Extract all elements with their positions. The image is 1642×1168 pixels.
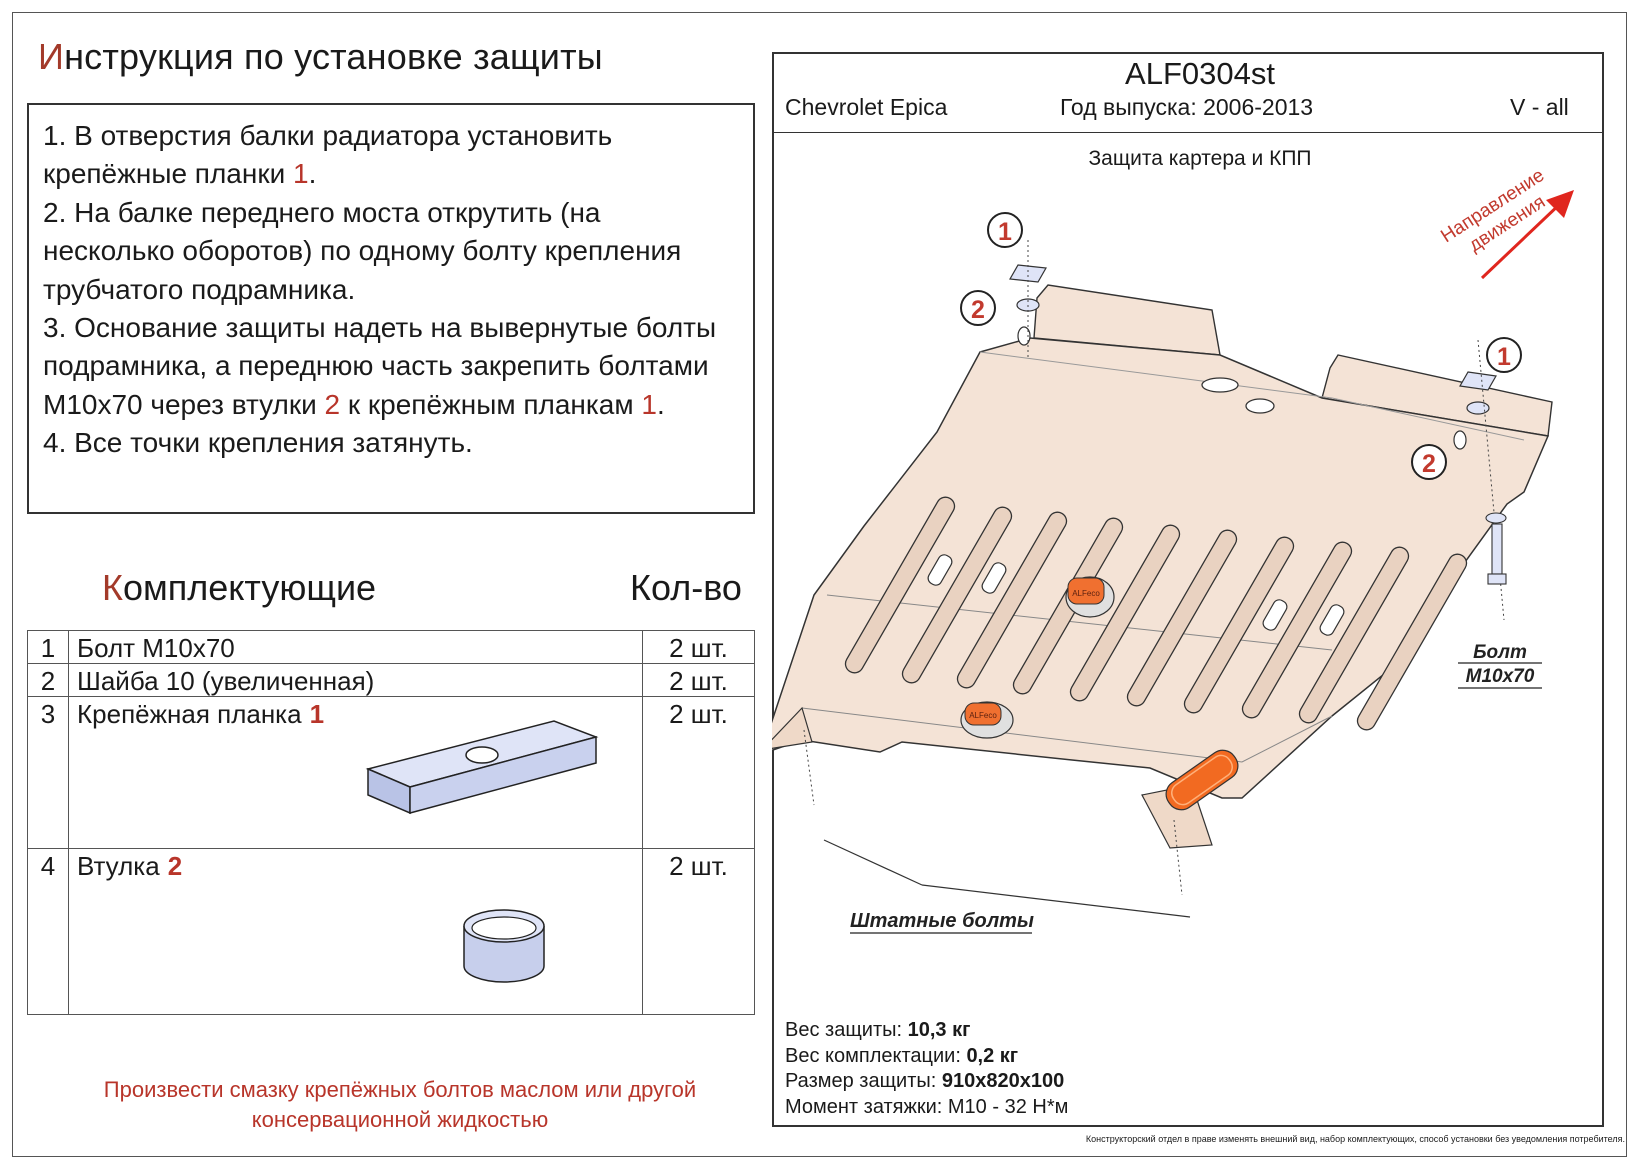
instruction-step-4: 4. Все точки крепления затянуть. [43, 427, 473, 459]
stock-bolts-callout: Штатные болты [803, 729, 1191, 934]
callout-1-right: 1 [1497, 343, 1511, 371]
callout-1-left: 1 [998, 218, 1012, 246]
direction-arrow-head [1546, 190, 1574, 218]
specifications: Вес защиты: 10,3 кг Вес комплектации: 0,… [785, 1018, 1068, 1120]
bolt-label-line1: Болт [1473, 642, 1527, 663]
part-name: Втулка [77, 851, 160, 881]
instruction-step-3: 3. Основание защиты надеть на вывернутые… [43, 312, 717, 420]
skid-plate-diagram: Направление движения [772, 165, 1574, 934]
row-number: 4 [27, 848, 69, 1015]
page-frame [12, 12, 1627, 1157]
spec-size: Размер защиты: 910х820х100 [785, 1070, 1065, 1092]
row-number: 2 [27, 663, 69, 697]
part-qty: 2 шт. [642, 663, 755, 697]
spec-weight: Вес защиты: 10,3 кг [785, 1019, 971, 1041]
logo-text: ALFeco [1072, 589, 1100, 598]
part-ref: 2 [167, 851, 183, 881]
lubrication-note: Произвести смазку крепёжных болтов масло… [103, 1077, 697, 1132]
product-code: ALF0304st [1125, 56, 1275, 91]
part-ref: 1 [309, 699, 325, 729]
table-row: 1 Болт М10х70 2 шт. [27, 630, 755, 664]
parts-table: 1 Болт М10х70 2 шт. 2 Шайба 10 (увеличен… [27, 630, 755, 1015]
instruction-step-1: 1. В отверстия балки радиатора установит… [43, 120, 613, 190]
mounting-plate-image [365, 720, 599, 815]
direction-indicator: Направление движения [1437, 165, 1574, 280]
diagram-panel [772, 52, 1604, 1127]
fastener-group-left: 1 2 [960, 212, 1047, 360]
qty-header: Кол-во [630, 567, 742, 608]
kit-title: Комплектующие [102, 567, 377, 608]
part-qty: 2 шт. [642, 696, 755, 849]
drain-hatch-upper: ALFeco [1065, 576, 1115, 618]
part-name: Болт М10х70 [68, 630, 643, 664]
part-name: Крепёжная планка [77, 699, 302, 729]
callout-2-left: 2 [971, 296, 985, 324]
skid-plate: ALFeco ALFeco [772, 284, 1553, 849]
logo-text: ALFeco [969, 711, 997, 720]
table-row: 2 Шайба 10 (увеличенная) 2 шт. [27, 663, 755, 697]
part-qty: 2 шт. [642, 630, 755, 664]
direction-arrow-shaft [1480, 200, 1564, 280]
production-years: Год выпуска: 2006-2013 [1060, 94, 1314, 120]
row-number: 1 [27, 630, 69, 664]
bolt-label-line2: М10х70 [1466, 666, 1535, 687]
car-model: Chevrolet Epica [785, 94, 948, 120]
instruction-step-2: 2. На балке переднего моста открутить (н… [43, 196, 682, 305]
disclaimer: Конструкторский отдел в праве изменять в… [1085, 1134, 1625, 1144]
part-qty: 2 шт. [642, 848, 755, 1015]
callout-2-right: 2 [1422, 450, 1436, 478]
engine-version: V - all [1510, 94, 1569, 120]
protection-subtitle: Защита картера и КПП [1088, 147, 1312, 170]
bushing-image [463, 909, 545, 983]
row-number: 3 [27, 696, 69, 849]
part-name: Шайба 10 (увеличенная) [68, 663, 643, 697]
access-hatch [1165, 749, 1239, 811]
spec-torque: Момент затяжки: М10 - 32 Н*м [785, 1095, 1069, 1118]
instructions-title: Инструкция по установке защиты [38, 36, 603, 77]
spec-kit-weight: Вес комплектации: 0,2 кг [785, 1044, 1019, 1067]
instructions-box: 1. В отверстия балки радиатора установит… [27, 103, 755, 514]
header-divider [772, 132, 1604, 133]
drain-hatch-lower: ALFeco [960, 701, 1014, 739]
stock-bolts-label: Штатные болты [850, 910, 1034, 932]
fastener-group-right: 1 2 Болт М10х70 [1411, 337, 1542, 689]
